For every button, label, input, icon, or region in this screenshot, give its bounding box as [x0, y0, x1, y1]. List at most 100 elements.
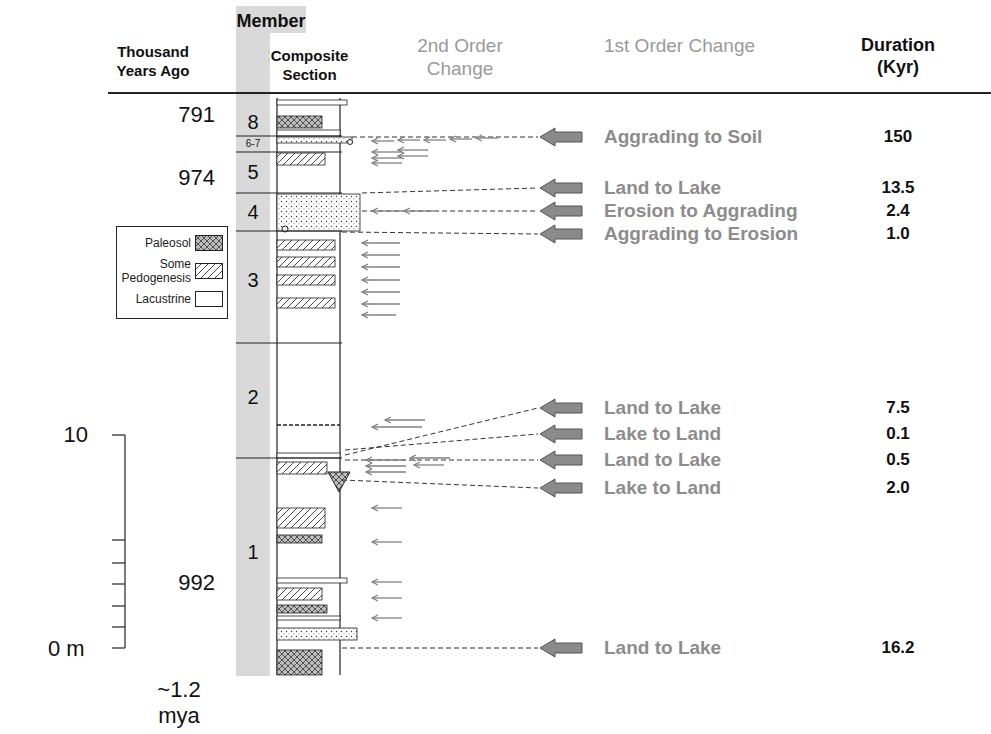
second-order-arrow — [362, 312, 396, 318]
scale-tick — [112, 626, 125, 627]
arrow-head — [398, 153, 404, 159]
second-order-arrow — [385, 417, 425, 423]
clast — [348, 140, 353, 145]
dashed-leader — [362, 211, 538, 212]
dashed-leader — [345, 460, 538, 461]
scale-label: 10 — [38, 422, 88, 448]
arrow-shaft — [398, 155, 428, 156]
change-label: Aggrading to Soil — [604, 125, 834, 149]
second-order-arrow — [362, 301, 400, 307]
bed — [277, 605, 327, 613]
second-order-arrow — [410, 455, 450, 461]
legend-pattern — [196, 236, 223, 251]
dashed-leader — [342, 480, 538, 488]
duration-value: 2.0 — [848, 476, 948, 500]
change-label: Land to Lake — [604, 176, 834, 200]
member-number: 4 — [236, 200, 270, 224]
dashed-leader — [352, 137, 538, 138]
second-order-arrow — [362, 289, 400, 295]
second-order-arrow — [362, 264, 400, 270]
arrow-shaft — [424, 139, 446, 140]
second-order-arrow — [398, 137, 420, 143]
first-order-arrow — [540, 225, 582, 243]
arrow-head — [372, 595, 378, 601]
arrow-head — [424, 137, 430, 143]
legend-text: Lacustrine — [121, 292, 191, 306]
column-heading: 2nd Order Change — [400, 34, 520, 80]
dashed-leader — [342, 232, 538, 234]
arrow-shaft — [362, 291, 400, 292]
bed — [277, 616, 340, 620]
second-order-arrow — [372, 505, 402, 511]
column-heading: Duration (Kyr) — [848, 34, 948, 78]
scale-tick — [112, 583, 125, 584]
arrow-shaft — [372, 617, 402, 618]
duration-value: 16.2 — [848, 636, 948, 660]
second-order-arrow — [476, 135, 498, 141]
member-boundary — [236, 192, 342, 193]
arrow-head — [362, 240, 368, 246]
legend-pattern — [196, 264, 223, 279]
arrow-shaft — [410, 457, 450, 458]
scale-tick — [112, 539, 125, 540]
dashed-leader — [362, 188, 538, 193]
bed — [277, 535, 322, 543]
member-number: 8 — [236, 110, 270, 134]
bed — [277, 130, 340, 136]
second-order-arrow — [372, 595, 402, 601]
bed — [277, 137, 352, 143]
legend-box: PaleosolSome PedogenesisLacustrine — [116, 226, 228, 319]
arrow-head — [404, 208, 410, 214]
arrow-head — [398, 147, 404, 153]
age-label: ~1.2 mya — [148, 677, 210, 729]
arrow-head — [385, 417, 391, 423]
first-order-arrow — [540, 451, 582, 469]
second-order-arrow — [366, 469, 406, 475]
legend-swatch — [195, 291, 223, 307]
scale-tick — [112, 605, 125, 606]
arrow-head — [366, 457, 372, 463]
first-order-arrow — [540, 202, 582, 220]
arrow-shaft — [372, 210, 402, 211]
member-boundary — [236, 151, 342, 152]
arrow-shaft — [404, 210, 434, 211]
arrow-head — [414, 462, 420, 468]
age-label: 974 — [130, 165, 215, 191]
change-label: Land to Lake — [604, 396, 834, 420]
arrow-shaft — [362, 314, 396, 315]
arrow-shaft — [362, 279, 400, 280]
duration-value: 7.5 — [848, 396, 948, 420]
section-right — [339, 98, 340, 675]
arrow-shaft — [414, 464, 444, 465]
arrow-shaft — [372, 541, 402, 542]
arrow-head — [372, 615, 378, 621]
arrow-shaft — [398, 149, 428, 150]
second-order-arrow — [362, 240, 400, 246]
arrow-shaft — [366, 471, 406, 472]
second-order-arrow — [372, 208, 402, 214]
member-heading: Member — [236, 9, 306, 33]
arrow-shaft — [366, 465, 406, 466]
arrow-shaft — [372, 157, 402, 158]
arrow-shaft — [372, 597, 402, 598]
legend-text: Some Pedogenesis — [121, 257, 191, 285]
change-label: Erosion to Aggrading — [604, 199, 834, 223]
member-boundary — [236, 342, 342, 343]
age-label: 992 — [130, 570, 215, 596]
scale-tick — [112, 647, 125, 648]
first-order-arrow — [540, 479, 582, 497]
second-order-arrow — [398, 147, 428, 153]
column-heading: Composite Section — [262, 46, 357, 84]
column-heading: 1st Order Change — [604, 34, 844, 57]
arrow-shaft — [372, 140, 394, 141]
arrow-head — [450, 136, 456, 142]
arrow-shaft — [450, 138, 472, 139]
duration-value: 2.4 — [848, 199, 948, 223]
change-label: Aggrading to Erosion — [604, 222, 834, 246]
second-order-arrow — [372, 138, 394, 144]
arrow-head — [372, 149, 378, 155]
arrow-head — [372, 539, 378, 545]
legend-swatch — [195, 235, 223, 251]
change-label: Lake to Land — [604, 422, 834, 446]
second-order-arrow — [362, 277, 400, 283]
